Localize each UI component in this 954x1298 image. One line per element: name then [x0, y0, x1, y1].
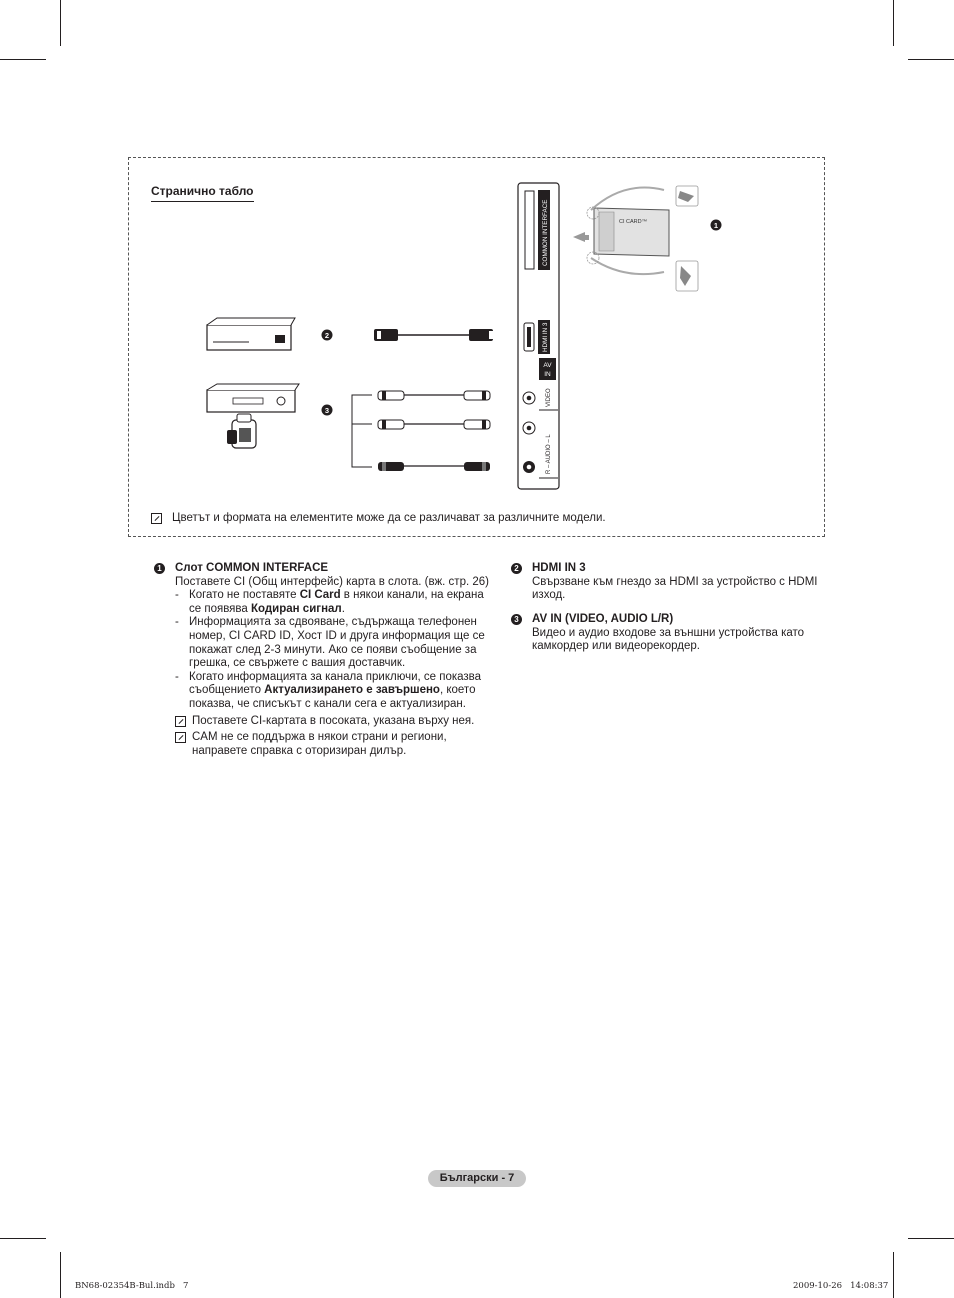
item-1: 1 Слот COMMON INTERFACE Поставете CI (Об…	[154, 562, 499, 758]
item-2: 2 HDMI IN 3 Свързване към гнездо за HDMI…	[511, 562, 826, 603]
in-label: IN	[544, 371, 551, 378]
note-icon	[151, 512, 162, 524]
camcorder-icon	[227, 413, 257, 449]
item-1-intro: Поставете CI (Общ интерфейс) карта в сло…	[175, 575, 489, 588]
crop-mark	[893, 0, 894, 46]
av-label: AV	[543, 362, 552, 369]
footer-timestamp: 2009-10-26 14:08:37	[793, 1281, 889, 1291]
item-1-bullet-1: - Когато не поставяте CI Card в някои ка…	[175, 589, 484, 615]
connection-diagram: COMMON INTERFACE HDMI IN 3 AV IN VIDEO R…	[206, 182, 722, 490]
item-number-badge: 1	[154, 563, 165, 575]
crop-mark	[908, 59, 954, 60]
crop-mark	[908, 1238, 954, 1239]
crop-mark	[893, 1252, 894, 1298]
section-title: Странично табло	[151, 184, 254, 202]
item-1-bullet-2: - Информацията за сдвояване, съдържаща т…	[175, 616, 485, 670]
rca-cable-audio-r	[378, 462, 490, 471]
item-1-heading: 1 Слот COMMON INTERFACE	[154, 562, 499, 576]
svg-text:3: 3	[325, 406, 329, 415]
crop-mark	[60, 0, 61, 46]
audio-label: R – AUDIO – L	[546, 434, 552, 474]
page-number-label: Български - 7	[428, 1170, 526, 1187]
item-number-badge: 2	[511, 563, 522, 575]
audio-r-jack	[523, 461, 535, 473]
item-1-note-1: Поставете CI-картата в посоката, указана…	[154, 715, 499, 729]
footer-file-info: BN68-02354B-Bul.indb 7	[75, 1281, 189, 1291]
video-jack	[522, 391, 536, 405]
section-note: Цветът и формата на елементите може да с…	[151, 512, 606, 524]
common-interface-label: COMMON INTERFACE	[542, 200, 549, 266]
item-3-heading: 3 AV IN (VIDEO, AUDIO L/R)	[511, 613, 826, 627]
audio-l-jack	[522, 421, 536, 435]
hdmi-device-icon	[206, 317, 296, 351]
common-interface-slot	[524, 190, 535, 270]
marker-3: 3	[321, 404, 333, 416]
note-icon	[175, 732, 186, 744]
av-bracket	[351, 394, 372, 468]
item-1-note-2: CAM не се поддържа в някои страни и реги…	[154, 731, 499, 758]
note-icon	[175, 715, 186, 727]
item-3: 3 AV IN (VIDEO, AUDIO L/R) Видео и аудио…	[511, 613, 826, 654]
hdmi-cable	[374, 329, 493, 341]
ci-card-label: CI CARD™	[619, 219, 647, 225]
item-3-text: Видео и аудио входове за външни устройст…	[532, 626, 805, 653]
crop-mark	[0, 59, 46, 60]
rca-cable-audio-l	[377, 419, 491, 430]
crop-mark	[0, 1238, 46, 1239]
vcr-icon	[206, 383, 300, 413]
crop-mark	[60, 1252, 61, 1298]
item-number-badge: 3	[511, 614, 522, 626]
item-2-heading: 2 HDMI IN 3	[511, 562, 826, 576]
marker-1: 1	[710, 219, 722, 231]
ci-card-illustration: CI CARD™	[573, 185, 699, 292]
side-panel-box: Странично табло COMMON INTERFACE HDMI IN…	[128, 157, 825, 537]
hdmi-in3-label: HDMI IN 3	[542, 322, 549, 352]
item-2-text: Свързване към гнездо за HDMI за устройст…	[532, 575, 818, 602]
item-1-bullet-3: - Когато информацията за канала приключи…	[175, 670, 482, 710]
video-label: VIDEO	[546, 388, 552, 407]
svg-text:2: 2	[325, 331, 329, 340]
marker-2: 2	[321, 329, 333, 341]
svg-text:1: 1	[714, 221, 718, 230]
rca-cable-video	[377, 390, 491, 401]
